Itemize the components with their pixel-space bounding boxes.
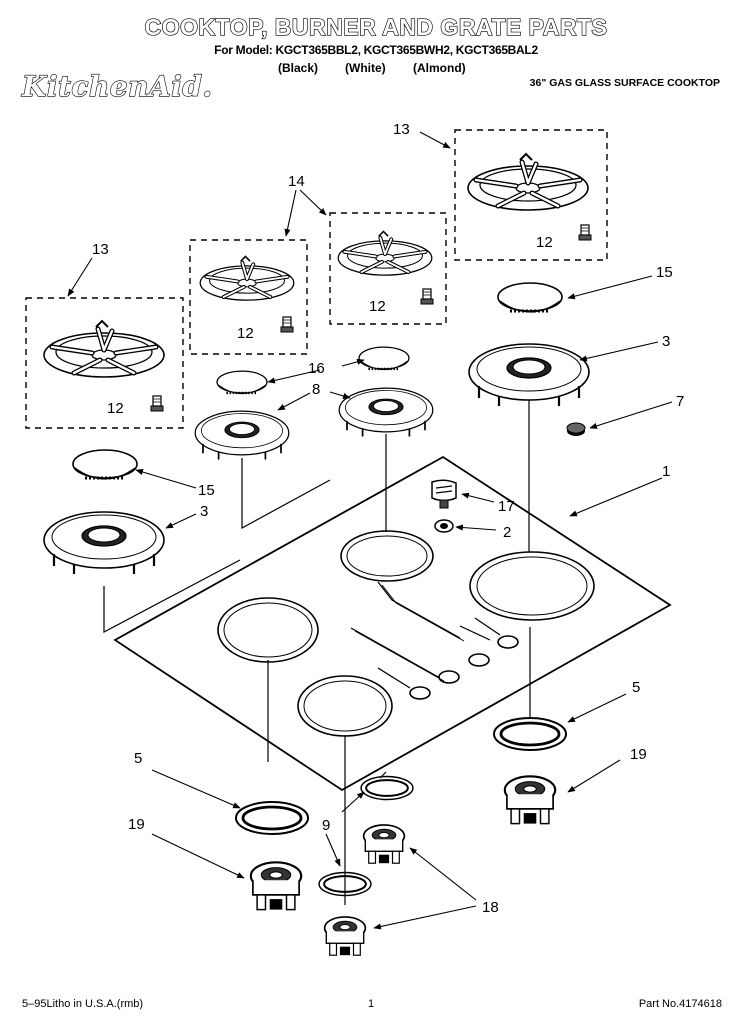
- knob-17: [431, 479, 457, 509]
- grate-box-center-right: [329, 212, 447, 325]
- callout-1: 1: [662, 463, 670, 480]
- callout-8: 8: [312, 381, 320, 398]
- footer-part-number: Part No.4174618: [638, 998, 722, 1010]
- grate-13-left: [44, 321, 164, 377]
- base-3-right: [467, 342, 591, 408]
- callout-13: 13: [92, 241, 109, 258]
- callout-3: 3: [662, 333, 670, 350]
- valve-19-left: [249, 861, 303, 911]
- valve-18-upper: [362, 824, 406, 865]
- nut-7: [566, 422, 586, 436]
- screw-12d: [578, 224, 592, 241]
- callout-17: 17: [498, 498, 515, 515]
- page-title: COOKTOP, BURNER AND GRATE PARTS: [144, 13, 608, 40]
- grate-box-left: [25, 297, 184, 429]
- callout-19: 19: [630, 746, 647, 763]
- callout-3: 3: [200, 503, 208, 520]
- callout-18: 18: [482, 899, 499, 916]
- base-3-left: [42, 510, 166, 576]
- grate-13-right: [468, 154, 588, 210]
- screw-12c: [420, 288, 434, 305]
- footer-page-number: 1: [368, 998, 375, 1010]
- cap-16-right: [357, 345, 411, 371]
- color-label-white: (White): [345, 61, 386, 75]
- footer-litho: 5–95Litho in U.S.A.(rmb): [22, 998, 144, 1010]
- color-label-almond: (Almond): [413, 61, 466, 75]
- screw-12a: [150, 395, 164, 412]
- callout-5: 5: [134, 750, 142, 767]
- ring-9-upper: [360, 775, 414, 801]
- cooktop-glass-1: [113, 455, 672, 792]
- callout-12: 12: [536, 234, 553, 251]
- callout-12: 12: [237, 325, 254, 342]
- callout-13: 13: [393, 121, 410, 138]
- callout-9: 9: [322, 817, 330, 834]
- callout-15: 15: [656, 264, 673, 281]
- grate-14-right: [336, 229, 434, 278]
- brand-logo: KitchenAid.: [21, 69, 213, 103]
- valve-18-lower: [323, 916, 367, 957]
- callout-5: 5: [632, 679, 640, 696]
- screw-12b: [280, 316, 294, 333]
- grate-box-right: [454, 129, 608, 261]
- callout-14: 14: [288, 173, 305, 190]
- callout-15: 15: [198, 482, 215, 499]
- callout-2: 2: [503, 524, 511, 541]
- callout-12: 12: [369, 298, 386, 315]
- product-subtitle: 36" GAS GLASS SURFACE COOKTOP: [529, 77, 720, 89]
- valve-19-right: [503, 775, 557, 825]
- grate-14-left: [198, 254, 296, 303]
- cap-15-left: [71, 448, 139, 481]
- model-numbers: For Model: KGCT365BBL2, KGCT365BWH2, KGC…: [214, 43, 538, 57]
- cap-15-right: [496, 281, 564, 314]
- callout-7: 7: [676, 393, 684, 410]
- ring-5-left: [234, 800, 310, 836]
- color-label-black: (Black): [278, 61, 319, 75]
- base-8-left: [194, 410, 290, 461]
- bezel-2: [434, 519, 454, 533]
- callout-19: 19: [128, 816, 145, 833]
- callout-12: 12: [107, 400, 124, 417]
- callout-16: 16: [308, 360, 325, 377]
- ring-5-right: [492, 716, 568, 752]
- grate-box-center-left: [189, 239, 308, 355]
- base-8-right: [338, 387, 434, 438]
- cap-16-left: [215, 369, 269, 395]
